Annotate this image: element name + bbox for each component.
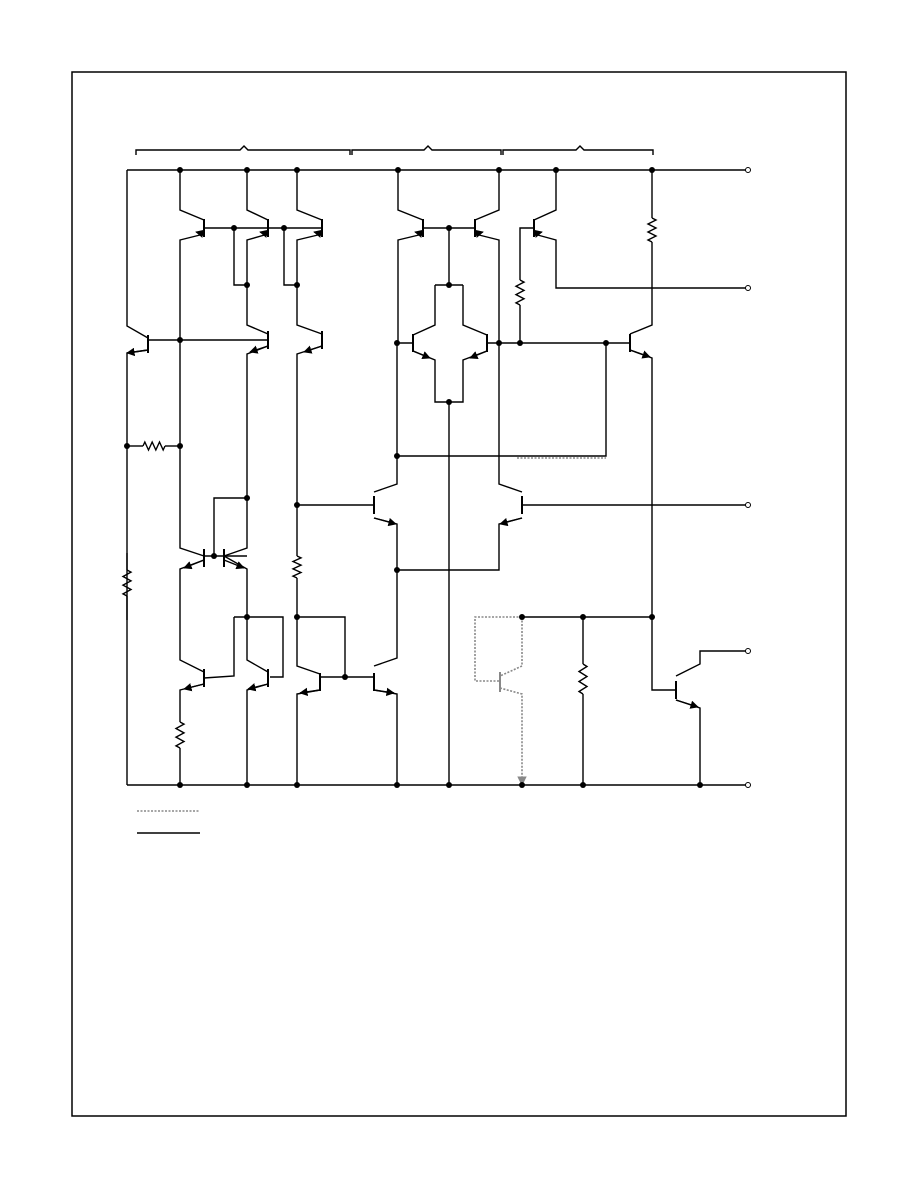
- emitter-arrow-19: [299, 687, 321, 697]
- output-terminal-4: [745, 648, 751, 654]
- output-terminal-5: [745, 782, 751, 788]
- junction-dot-3: [294, 167, 300, 173]
- junction-dot-35: [294, 782, 300, 788]
- junction-dot-20: [177, 443, 183, 449]
- wires: [126, 170, 748, 785]
- resistor-r3: [174, 721, 186, 749]
- dashed-wires: [137, 457, 606, 812]
- junction-dot-38: [519, 782, 525, 788]
- emitter-arrow-1: [126, 347, 149, 357]
- junction-dot-24: [211, 553, 217, 559]
- junction-dot-32: [446, 399, 452, 405]
- junction-dot-15: [394, 340, 400, 346]
- emitter-arrow-3: [259, 229, 269, 238]
- junction-dot-21: [394, 453, 400, 459]
- junction-dot-36: [394, 782, 400, 788]
- resistor-r1: [142, 440, 166, 452]
- junction-dot-17: [517, 340, 523, 346]
- junction-dot-30: [649, 614, 655, 620]
- bracket-right: [502, 145, 654, 155]
- emitter-arrow-18: [247, 683, 269, 692]
- resistor-r4: [291, 555, 303, 579]
- emitter-arrow-11: [533, 229, 543, 238]
- junction-dot-40: [697, 782, 703, 788]
- resistor-r5: [514, 279, 526, 306]
- junction-dot-23: [294, 502, 300, 508]
- emitter-arrow-2: [195, 229, 205, 238]
- emitter-arrow-7: [414, 229, 424, 238]
- junction-dot-11: [244, 282, 250, 288]
- junction-dot-5: [496, 167, 502, 173]
- bracket-left: [135, 145, 351, 155]
- junction-dot-33: [177, 782, 183, 788]
- bracket-middle: [351, 145, 502, 155]
- emitter-arrow-6: [303, 345, 323, 354]
- junction-dot-26: [244, 614, 250, 620]
- resistor-r6: [646, 217, 658, 243]
- junction-dot-9: [281, 225, 287, 231]
- emitter-arrow-12: [629, 349, 651, 359]
- emitter-arrow-4: [313, 229, 323, 238]
- junction-dot-22: [244, 495, 250, 501]
- junction-dot-39: [580, 782, 586, 788]
- junction-dot-29: [580, 614, 586, 620]
- junction-dot-28: [519, 614, 525, 620]
- junction-dot-12: [294, 282, 300, 288]
- emitter-arrow-8: [474, 229, 484, 238]
- emitter-arrow-14: [499, 517, 523, 527]
- output-terminal-2: [745, 285, 751, 291]
- junction-dot-6: [553, 167, 559, 173]
- junction-dot-4: [395, 167, 401, 173]
- junction-dot-16: [496, 340, 502, 346]
- emitter-arrow-17: [183, 683, 205, 692]
- junction-dot-2: [244, 167, 250, 173]
- junction-dot-8: [231, 225, 237, 231]
- resistor-r2: [121, 569, 133, 597]
- resistor-r7: [577, 663, 589, 695]
- junction-dot-18: [603, 340, 609, 346]
- emitter-arrow-5: [249, 345, 269, 354]
- emitter-arrow-16: [223, 559, 245, 570]
- junction-dot-37: [446, 782, 452, 788]
- emitter-arrow-20: [373, 687, 395, 697]
- junction-dot-14: [177, 337, 183, 343]
- emitter-arrow-10: [469, 350, 488, 360]
- junction-dot-34: [244, 782, 250, 788]
- junction-dot-31: [342, 674, 348, 680]
- output-terminal-3: [745, 502, 751, 508]
- junction-dot-10: [446, 225, 452, 231]
- junction-dot-7: [649, 167, 655, 173]
- emitter-arrow-15: [183, 559, 205, 570]
- junction-dot-27: [294, 614, 300, 620]
- junction-dot-19: [124, 443, 130, 449]
- section-brackets: [135, 145, 654, 155]
- junction-dot-1: [177, 167, 183, 173]
- supply-rails: [127, 169, 748, 786]
- emitter-arrow-9: [412, 350, 431, 360]
- emitter-arrow-13: [373, 517, 397, 527]
- emitter-arrow-21: [675, 699, 699, 709]
- junction-dot-25: [394, 567, 400, 573]
- output-terminal-1: [745, 167, 751, 173]
- junction-dot-13: [446, 282, 452, 288]
- page-border: [71, 71, 847, 1117]
